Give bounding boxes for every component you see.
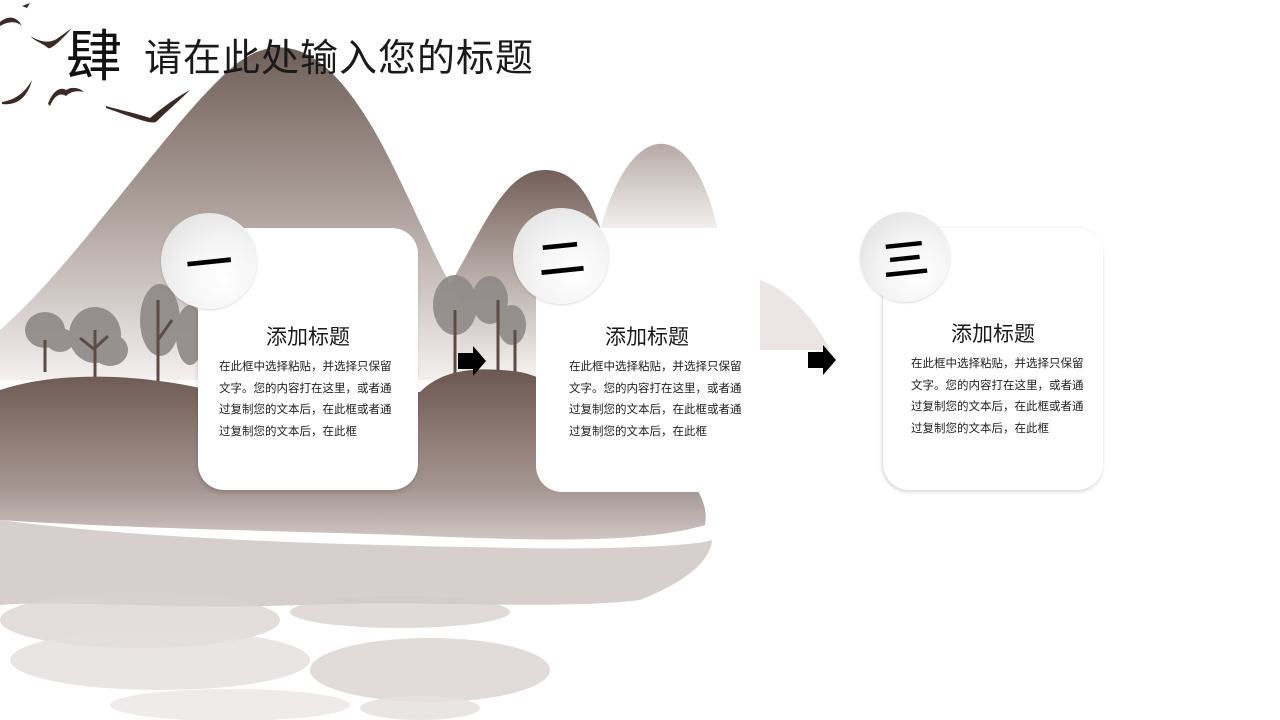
step-badge-2: 二: [513, 208, 609, 304]
badge-numeral: 一: [183, 237, 235, 291]
arrow-right-icon: [808, 345, 836, 375]
page-title[interactable]: 请在此处输入您的标题: [144, 36, 535, 80]
step-title[interactable]: 添加标题: [605, 325, 689, 349]
arrow-right-icon: [458, 346, 486, 376]
step-body[interactable]: 在此框中选择粘贴，并选择只保留文字。您的内容打在这里，或者通过复制您的文本后，在…: [569, 359, 742, 438]
step-badge-3: 三: [860, 212, 950, 302]
slide-header: 肆 请在此处输入您的标题: [66, 28, 534, 88]
step-badge-1: 一: [161, 213, 257, 309]
badge-numeral: 二: [535, 232, 587, 286]
badge-numeral: 三: [879, 233, 931, 287]
birds-icon: [0, 3, 190, 123]
step-body[interactable]: 在此框中选择粘贴，并选择只保留文字。您的内容打在这里，或者通过复制您的文本后，在…: [219, 359, 392, 438]
step-title[interactable]: 添加标题: [951, 322, 1035, 346]
step-body[interactable]: 在此框中选择粘贴，并选择只保留文字。您的内容打在这里，或者通过复制您的文本后，在…: [911, 356, 1084, 435]
section-number: 肆: [66, 25, 122, 90]
step-title[interactable]: 添加标题: [266, 325, 350, 349]
